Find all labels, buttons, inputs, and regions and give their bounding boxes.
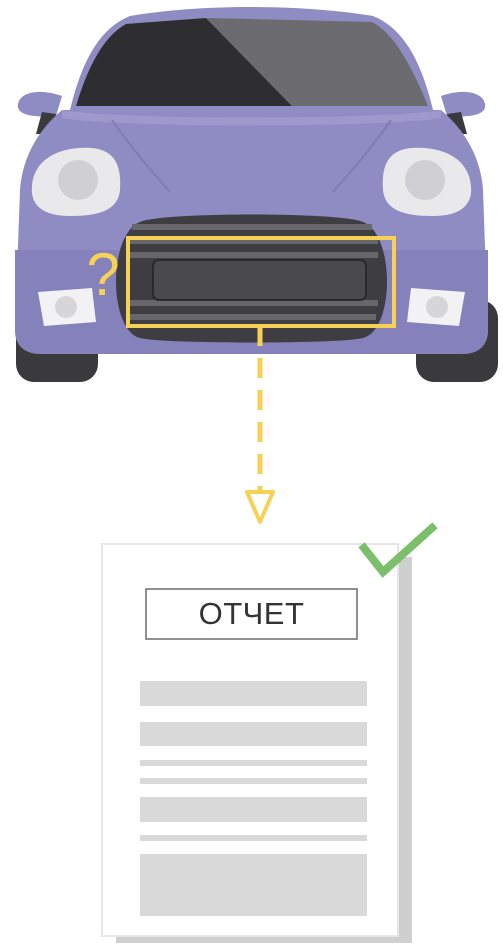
- license-plate-icon: [153, 260, 366, 300]
- arrow-down-icon: [247, 326, 273, 522]
- report-title: ОТЧЕТ: [146, 589, 357, 639]
- document-line: [140, 778, 367, 784]
- left-mirror: [18, 92, 62, 117]
- right-fog-light: [407, 288, 465, 326]
- document-line: [140, 797, 367, 822]
- document-line: [140, 760, 367, 766]
- document-line: [140, 835, 367, 841]
- document-line: [140, 722, 367, 746]
- document-line: [140, 681, 367, 706]
- question-mark: ?: [80, 240, 126, 310]
- right-mirror: [441, 92, 485, 117]
- document-block: [140, 854, 367, 916]
